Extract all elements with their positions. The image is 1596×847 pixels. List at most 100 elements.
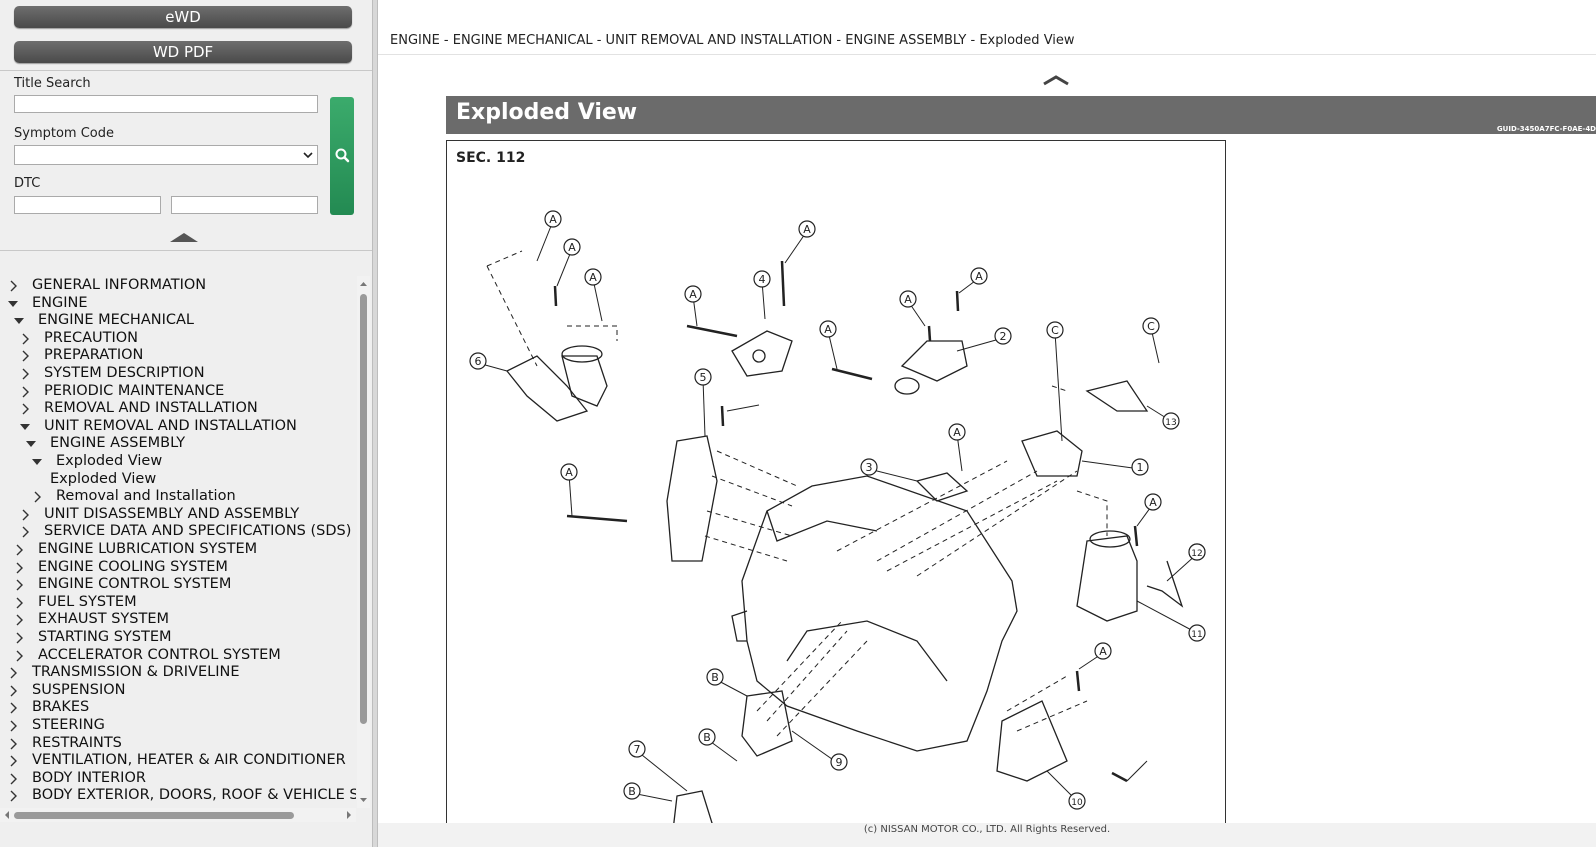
breadcrumb: ENGINE - ENGINE MECHANICAL - UNIT REMOVA… bbox=[390, 33, 1075, 48]
figure-callout-label: A bbox=[953, 426, 961, 439]
figure-callout: 11 bbox=[1188, 624, 1206, 642]
scroll-right-icon[interactable] bbox=[343, 808, 355, 822]
magnifier-icon bbox=[335, 148, 350, 163]
figure-callout-label: A bbox=[1149, 496, 1157, 509]
chevron-right-icon[interactable] bbox=[8, 790, 18, 802]
chevron-right-icon[interactable] bbox=[20, 386, 30, 398]
figure-callout: A bbox=[684, 285, 702, 303]
chevron-right-icon[interactable] bbox=[8, 738, 18, 750]
chevron-right-icon[interactable] bbox=[8, 720, 18, 732]
figure-callout: A bbox=[948, 423, 966, 441]
chevron-right-icon[interactable] bbox=[32, 491, 42, 503]
chevron-right-icon[interactable] bbox=[20, 368, 30, 380]
tree-item-label: BODY EXTERIOR, DOORS, ROOF & VEHICLE SE bbox=[32, 787, 356, 804]
ewd-button[interactable]: eWD bbox=[14, 6, 352, 28]
wd-pdf-button[interactable]: WD PDF bbox=[14, 41, 352, 63]
chevron-right-icon[interactable] bbox=[14, 579, 24, 591]
content-panel: ENGINE - ENGINE MECHANICAL - UNIT REMOVA… bbox=[378, 0, 1596, 847]
chevron-right-icon[interactable] bbox=[14, 632, 24, 644]
tree-item-label: EXHAUST SYSTEM bbox=[38, 611, 169, 628]
caret-down-icon[interactable] bbox=[14, 315, 24, 327]
tree-item-label: STEERING bbox=[32, 717, 105, 733]
page-title: Exploded View bbox=[456, 100, 638, 125]
tree-horizontal-scroll-thumb[interactable] bbox=[14, 812, 294, 819]
figure-callout-label: A bbox=[824, 323, 832, 336]
tree-item-label: FUEL SYSTEM bbox=[38, 593, 137, 610]
tree-item-label: BRAKES bbox=[32, 699, 90, 716]
title-bar: Exploded View GUID-3450A7FC-F0AE-4D bbox=[446, 96, 1596, 134]
search-button[interactable] bbox=[330, 97, 354, 215]
tree-item-label: Removal and Installation bbox=[56, 488, 236, 505]
figure-callout: C bbox=[1046, 321, 1064, 339]
figure-callout-label: A bbox=[568, 241, 576, 254]
chevron-right-icon[interactable] bbox=[20, 509, 30, 521]
tree-vertical-scroll-thumb[interactable] bbox=[360, 294, 367, 724]
figure-callout-label: 5 bbox=[700, 371, 707, 384]
panel-splitter[interactable] bbox=[372, 0, 378, 847]
chevron-right-icon[interactable] bbox=[8, 667, 18, 679]
chevron-right-icon[interactable] bbox=[14, 544, 24, 556]
chevron-right-icon[interactable] bbox=[8, 685, 18, 697]
engine-mount-diagram: AAAAAAAAAAAABBBCCC1234567910111213 bbox=[469, 210, 1206, 839]
figure-callout: B bbox=[698, 728, 716, 746]
figure-callout: A bbox=[544, 210, 562, 228]
dtc-label: DTC bbox=[14, 176, 41, 191]
dtc-input-2[interactable] bbox=[171, 196, 318, 214]
tree-item-label: ENGINE COOLING SYSTEM bbox=[38, 558, 228, 575]
chevron-down-icon bbox=[303, 152, 313, 159]
figure-callout-label: 7 bbox=[634, 743, 641, 756]
caret-down-icon[interactable] bbox=[20, 421, 30, 433]
chevron-right-icon[interactable] bbox=[14, 562, 24, 574]
figure-callout-label: B bbox=[711, 671, 719, 684]
scroll-to-top-icon[interactable] bbox=[1042, 74, 1070, 86]
chevron-right-icon[interactable] bbox=[20, 526, 30, 538]
chevron-right-icon[interactable] bbox=[8, 773, 18, 785]
chevron-right-icon[interactable] bbox=[8, 755, 18, 767]
tree-item-label: ENGINE ASSEMBLY bbox=[50, 435, 186, 452]
title-search-input[interactable] bbox=[14, 95, 318, 113]
tree-item-label: ENGINE bbox=[32, 294, 88, 311]
collapse-search-icon[interactable] bbox=[170, 232, 198, 242]
dtc-input-1[interactable] bbox=[14, 196, 161, 214]
chevron-right-icon[interactable] bbox=[20, 333, 30, 345]
symptom-code-label: Symptom Code bbox=[14, 126, 114, 141]
figure-callout-label: 3 bbox=[866, 461, 873, 474]
scroll-down-icon[interactable] bbox=[357, 794, 370, 806]
figure-callout-label: 11 bbox=[1191, 630, 1202, 640]
figure-callout: A bbox=[584, 268, 602, 286]
chevron-right-icon[interactable] bbox=[14, 650, 24, 662]
figure-callout: 5 bbox=[694, 368, 712, 386]
figure-callout-label: 1 bbox=[1137, 461, 1144, 474]
caret-down-icon[interactable] bbox=[26, 438, 36, 450]
figure-callout: A bbox=[819, 320, 837, 338]
chevron-right-icon[interactable] bbox=[14, 597, 24, 609]
chevron-right-icon[interactable] bbox=[8, 280, 18, 292]
figure-section-label: SEC. 112 bbox=[456, 150, 526, 166]
tree-item-label: SERVICE DATA AND SPECIFICATIONS (SDS) bbox=[44, 523, 352, 540]
figure-callout: 10 bbox=[1068, 792, 1086, 810]
figure-callout-label: 2 bbox=[1000, 330, 1007, 343]
tree-vertical-scrollbar[interactable] bbox=[357, 276, 370, 808]
exploded-view-figure: SEC. 112 bbox=[446, 140, 1226, 840]
caret-down-icon[interactable] bbox=[8, 298, 18, 310]
scroll-up-icon[interactable] bbox=[357, 278, 370, 290]
scroll-left-icon[interactable] bbox=[1, 808, 13, 822]
figure-callout: 13 bbox=[1162, 412, 1180, 430]
tree-item-label: PREPARATION bbox=[44, 347, 144, 364]
tree-horizontal-scrollbar[interactable] bbox=[0, 808, 356, 822]
tree-item-label: PRECAUTION bbox=[44, 329, 139, 346]
figure-callout-label: B bbox=[628, 785, 636, 798]
chevron-right-icon[interactable] bbox=[20, 350, 30, 362]
symptom-code-select[interactable] bbox=[14, 145, 318, 165]
caret-down-icon[interactable] bbox=[32, 456, 42, 468]
tree-item-label: Exploded View bbox=[50, 470, 157, 487]
figure-callout: 3 bbox=[860, 458, 878, 476]
figure-callout-label: 9 bbox=[836, 756, 843, 769]
tree-item-label: VENTILATION, HEATER & AIR CONDITIONER bbox=[32, 752, 346, 769]
chevron-right-icon[interactable] bbox=[14, 614, 24, 626]
figure-callout-label: 12 bbox=[1191, 549, 1202, 559]
chevron-right-icon[interactable] bbox=[8, 702, 18, 714]
figure-callout: 12 bbox=[1188, 543, 1206, 561]
chevron-right-icon[interactable] bbox=[20, 403, 30, 415]
